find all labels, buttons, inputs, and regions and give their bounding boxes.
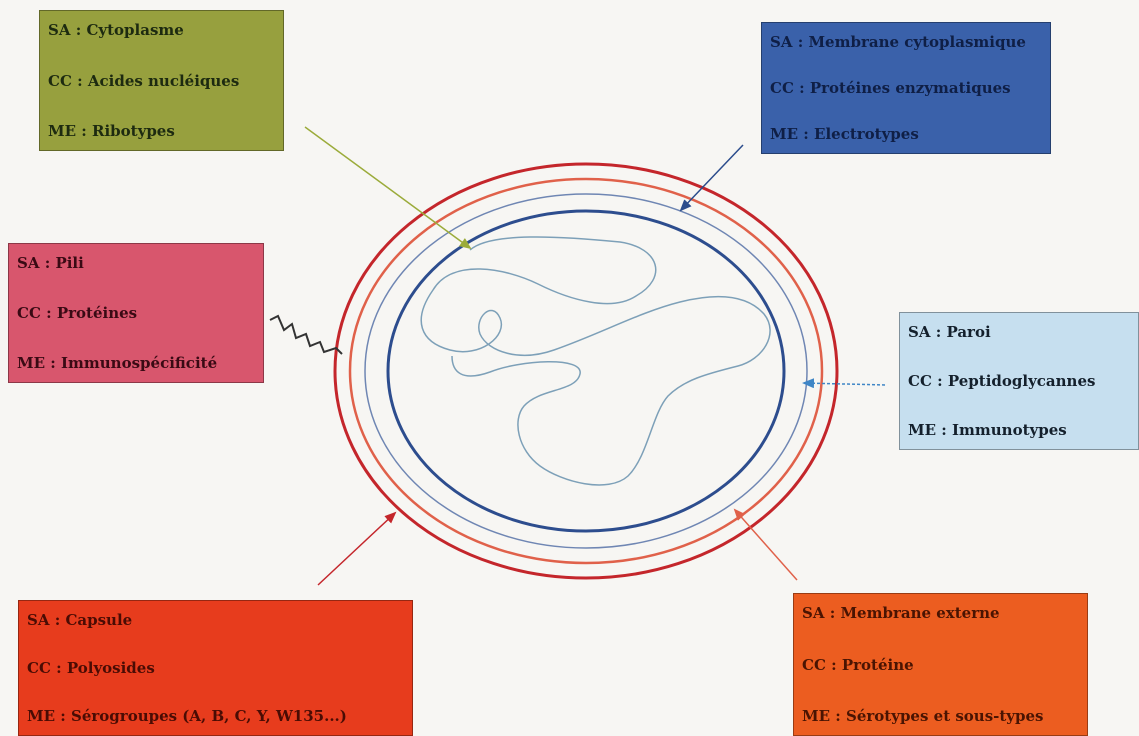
membrane-externe-ring bbox=[350, 179, 822, 563]
membrane-externe-cc: CC : Protéine bbox=[802, 656, 1079, 674]
dna-strand bbox=[421, 237, 770, 485]
membrane-externe-me: ME : Sérotypes et sous-types bbox=[802, 707, 1079, 725]
capsule-arrow bbox=[318, 513, 395, 585]
membrane-cyto-sa: SA : Membrane cytoplasmique bbox=[770, 33, 1042, 51]
capsule-cc: CC : Polyosides bbox=[27, 659, 404, 677]
paroi-box: SA : Paroi CC : Peptidoglycannes ME : Im… bbox=[899, 312, 1139, 450]
membrane-cytoplasmique-arrow bbox=[681, 145, 743, 210]
paroi-sa: SA : Paroi bbox=[908, 323, 1130, 341]
pili-cc: CC : Protéines bbox=[17, 304, 255, 322]
cytoplasme-cc: CC : Acides nucléiques bbox=[48, 72, 275, 90]
paroi-ring bbox=[365, 194, 807, 548]
pili-strand bbox=[270, 316, 342, 354]
pili-sa: SA : Pili bbox=[17, 254, 255, 272]
membrane-cyto-me: ME : Electrotypes bbox=[770, 125, 1042, 143]
membrane-externe-box: SA : Membrane externe CC : Protéine ME :… bbox=[793, 593, 1088, 736]
paroi-cc: CC : Peptidoglycannes bbox=[908, 372, 1130, 390]
paroi-me: ME : Immunotypes bbox=[908, 421, 1130, 439]
capsule-ring bbox=[335, 164, 837, 578]
capsule-box: SA : Capsule CC : Polyosides ME : Sérogr… bbox=[18, 600, 413, 736]
membrane-externe-arrow bbox=[735, 510, 797, 580]
cytoplasme-sa: SA : Cytoplasme bbox=[48, 21, 275, 39]
capsule-me: ME : Sérogroupes (A, B, C, Y, W135...) bbox=[27, 707, 404, 725]
cytoplasme-me: ME : Ribotypes bbox=[48, 122, 275, 140]
membrane-externe-sa: SA : Membrane externe bbox=[802, 604, 1079, 622]
pili-box: SA : Pili CC : Protéines ME : Immunospéc… bbox=[8, 243, 264, 383]
paroi-arrow bbox=[804, 383, 885, 385]
cytoplasme-box: SA : Cytoplasme CC : Acides nucléiques M… bbox=[39, 10, 284, 151]
membrane-cytoplasmique-ring bbox=[388, 211, 784, 531]
capsule-sa: SA : Capsule bbox=[27, 611, 404, 629]
membrane-cytoplasmique-box: SA : Membrane cytoplasmique CC : Protéin… bbox=[761, 22, 1051, 154]
membrane-cyto-cc: CC : Protéines enzymatiques bbox=[770, 79, 1042, 97]
pili-me: ME : Immunospécificité bbox=[17, 354, 255, 372]
cytoplasme-arrow bbox=[305, 127, 470, 248]
